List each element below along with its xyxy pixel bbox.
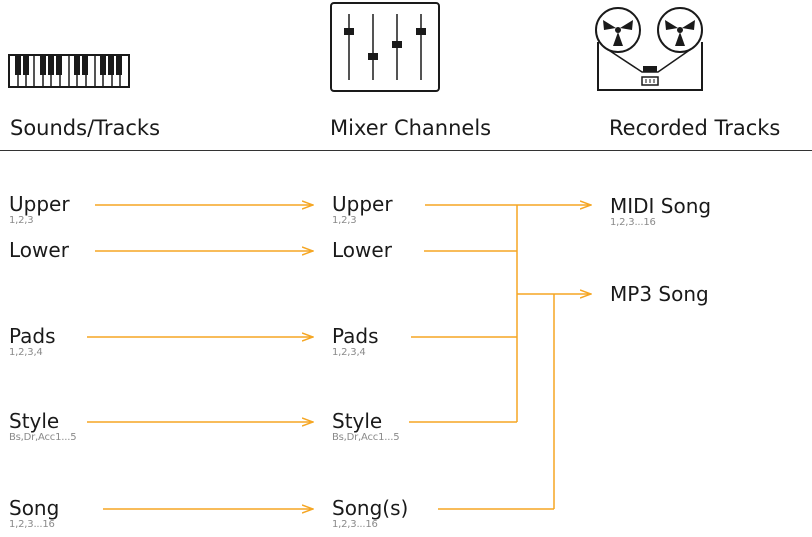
source-lower-label: Lower	[9, 238, 69, 262]
output-midi-song-sub: 1,2,3...16	[610, 217, 656, 228]
mixer-pads-label: Pads	[332, 324, 379, 348]
header-recorded-tracks: Recorded Tracks	[609, 116, 781, 140]
mixer-songs: Song(s) 1,2,3...16	[332, 497, 408, 530]
source-song: Song 1,2,3...16	[9, 497, 59, 530]
mixer-lower-label: Lower	[332, 238, 392, 262]
output-midi-song: MIDI Song 1,2,3...16	[610, 195, 711, 228]
source-pads-sub: 1,2,3,4	[9, 347, 43, 358]
mixer-faders-icon	[330, 2, 440, 92]
source-upper-label: Upper	[9, 192, 70, 216]
source-style-label: Style	[9, 409, 60, 433]
piano-keyboard-icon	[8, 54, 130, 88]
source-lower: Lower	[9, 239, 69, 261]
mixer-lower: Lower	[332, 239, 392, 261]
mixer-upper: Upper 1,2,3	[332, 193, 393, 226]
source-song-label: Song	[9, 496, 60, 520]
mixer-songs-label: Song(s)	[332, 496, 409, 520]
mixer-pads-sub: 1,2,3,4	[332, 347, 366, 358]
source-style-sub: Bs,Dr,Acc1...5	[9, 432, 77, 443]
source-upper-sub: 1,2,3	[9, 215, 34, 226]
source-pads: Pads 1,2,3,4	[9, 325, 56, 358]
mixer-upper-label: Upper	[332, 192, 393, 216]
source-upper: Upper 1,2,3	[9, 193, 70, 226]
tape-recorder-icon	[590, 2, 710, 94]
mixer-style-sub: Bs,Dr,Acc1...5	[332, 432, 400, 443]
source-song-sub: 1,2,3...16	[9, 519, 55, 530]
output-midi-song-label: MIDI Song	[610, 194, 712, 218]
mixer-upper-sub: 1,2,3	[332, 215, 357, 226]
header-mixer-channels: Mixer Channels	[330, 116, 492, 140]
header-divider	[0, 150, 812, 151]
mixer-pads: Pads 1,2,3,4	[332, 325, 379, 358]
output-mp3-song-label: MP3 Song	[610, 282, 709, 306]
mixer-songs-sub: 1,2,3...16	[332, 519, 378, 530]
header-sounds-tracks: Sounds/Tracks	[10, 116, 161, 140]
mixer-style: Style Bs,Dr,Acc1...5	[332, 409, 400, 443]
source-pads-label: Pads	[9, 324, 56, 348]
mixer-style-label: Style	[332, 409, 383, 433]
output-mp3-song: MP3 Song	[610, 283, 709, 305]
source-style: Style Bs,Dr,Acc1...5	[9, 409, 77, 443]
